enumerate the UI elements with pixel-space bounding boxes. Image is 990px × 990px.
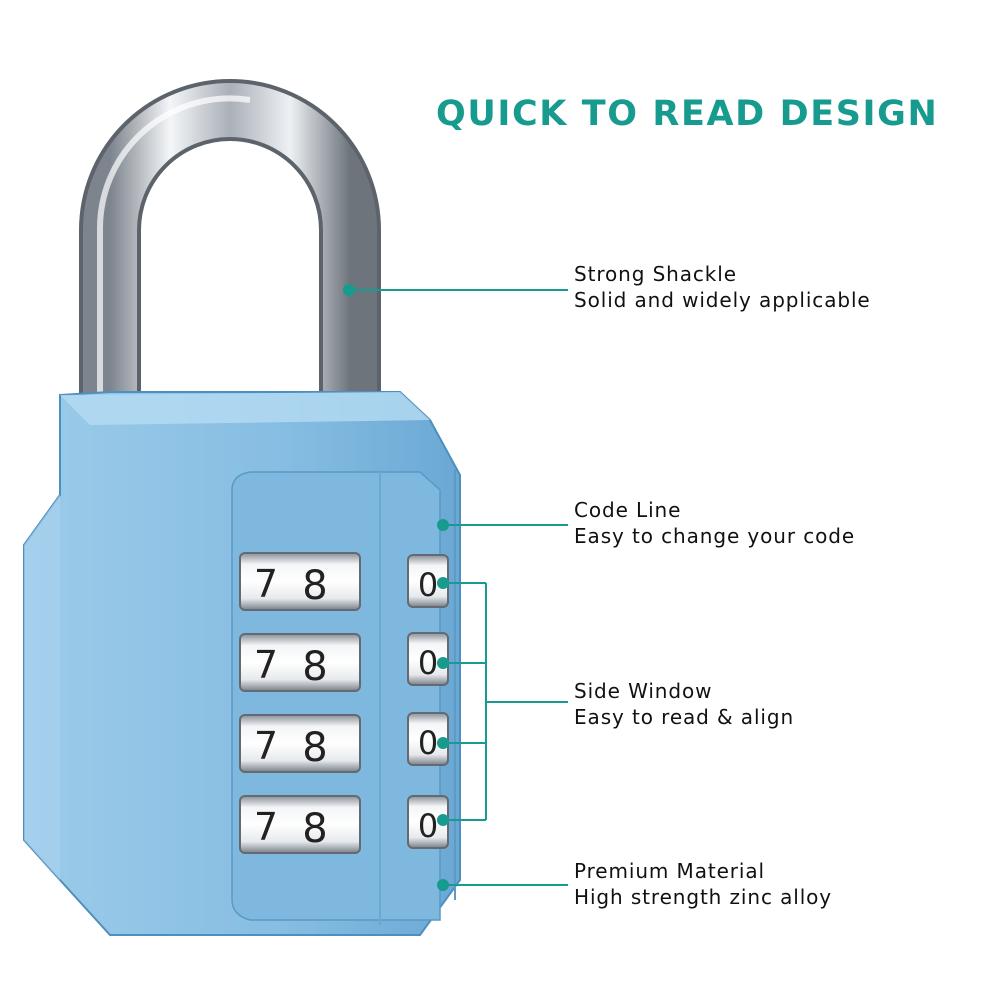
dial-left-digit: 7 xyxy=(254,805,278,849)
callout-description: Easy to read & align xyxy=(574,705,795,729)
callout-title: Code Line xyxy=(574,498,682,522)
callout-description: High strength zinc alloy xyxy=(574,885,833,909)
dial-right-digit: 8 xyxy=(302,806,327,852)
dial-right-digit: 8 xyxy=(302,644,327,690)
dial-left-digit: 7 xyxy=(254,643,278,687)
window-marker-dot-4 xyxy=(437,814,449,826)
dial-row: 7 8 0 xyxy=(239,712,449,773)
callout-code-line: Code Line Easy to change your code xyxy=(574,497,855,549)
side-window-digit: 0 xyxy=(418,566,438,604)
headline: QUICK TO READ DESIGN xyxy=(436,94,939,134)
dial-row: 7 8 0 xyxy=(239,795,449,854)
shackle-marker-dot xyxy=(343,284,355,296)
window-marker-dot-1 xyxy=(437,577,449,589)
dial-row: 7 8 0 xyxy=(239,552,449,611)
callout-side-window: Side Window Easy to read & align xyxy=(574,678,794,730)
dial-left-digit: 7 xyxy=(254,562,278,606)
callout-title: Strong Shackle xyxy=(574,262,737,286)
callout-title: Side Window xyxy=(574,679,713,703)
side-window-digit: 0 xyxy=(418,807,438,845)
shackle xyxy=(79,79,381,430)
callout-material: Premium Material High strength zinc allo… xyxy=(574,858,832,910)
window-marker-dot-3 xyxy=(437,737,449,749)
callout-shackle: Strong Shackle Solid and widely applicab… xyxy=(574,261,871,313)
side-window-digit: 0 xyxy=(418,644,438,682)
code-line-marker-dot xyxy=(437,519,449,531)
callout-description: Solid and widely applicable xyxy=(574,288,871,312)
dial-row: 7 8 0 xyxy=(239,632,449,692)
dial-right-digit: 8 xyxy=(302,563,327,609)
material-marker-dot xyxy=(437,879,449,891)
side-window-digit: 0 xyxy=(418,724,438,762)
dial-right-digit: 8 xyxy=(302,725,327,771)
callout-title: Premium Material xyxy=(574,859,766,883)
dial-left-digit: 7 xyxy=(254,724,278,768)
window-marker-dot-2 xyxy=(437,657,449,669)
callout-description: Easy to change your code xyxy=(574,524,856,548)
callout-lines xyxy=(343,284,568,891)
